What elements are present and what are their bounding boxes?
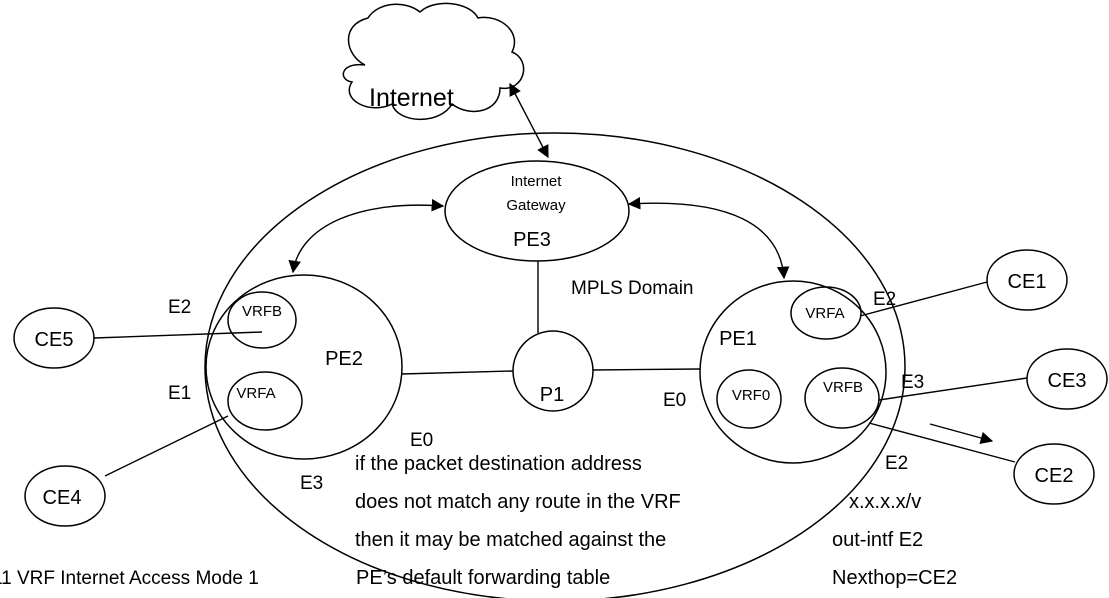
pe1-vrf0-label: VRF0 bbox=[732, 387, 770, 404]
ce2-label: CE2 bbox=[1035, 465, 1074, 487]
ce2-vrfb-link bbox=[868, 422, 1016, 463]
ce3-vrfb-link bbox=[878, 377, 1028, 401]
note-line3: then it may be matched against the bbox=[355, 529, 666, 551]
pe1-router: PE1 VRFA VRF0 VRFB bbox=[699, 280, 887, 464]
route-info: x.x.x.x/v out-intf E2 Nexthop=CE2 bbox=[832, 491, 957, 589]
pe2-router: PE2 VRFB VRFA bbox=[205, 274, 403, 460]
ce3-label: CE3 bbox=[1048, 370, 1087, 392]
pe2-e0-label: E0 bbox=[410, 430, 433, 451]
ce5-router: CE5 bbox=[13, 307, 95, 369]
pe2-vrfb-label: VRFB bbox=[242, 303, 282, 320]
ce5-label: CE5 bbox=[35, 329, 74, 351]
ce4-label: CE4 bbox=[43, 487, 82, 509]
note-text: if the packet destination address does n… bbox=[355, 453, 681, 589]
internet-cloud: Internet bbox=[342, 2, 525, 121]
pe1-vrf0 bbox=[716, 369, 782, 429]
pe1-vrfb bbox=[804, 367, 880, 429]
pe1-e3-label: E3 bbox=[901, 372, 924, 393]
note-line4: PE’s default forwarding table bbox=[356, 567, 610, 589]
pe1-vrfa bbox=[790, 286, 862, 340]
internet-gateway-pe3: Internet Gateway PE3 bbox=[444, 160, 630, 262]
pe2-vrfb bbox=[227, 291, 297, 349]
p1-label: P1 bbox=[540, 384, 564, 406]
pe2-vrfa bbox=[227, 371, 303, 431]
pe2-label: PE2 bbox=[325, 348, 363, 370]
route-out-intf: out-intf E2 bbox=[832, 529, 923, 551]
gateway-label-line1: Internet bbox=[511, 173, 563, 190]
internet-gateway-link bbox=[509, 82, 549, 159]
pe3-pe1-link bbox=[627, 197, 790, 280]
pe1-e0-label: E0 bbox=[663, 390, 686, 411]
pe2-vrfa-label: VRFA bbox=[236, 385, 275, 402]
ce4-router: CE4 bbox=[24, 465, 106, 527]
note-line2: does not match any route in the VRF bbox=[355, 491, 681, 513]
note-line1: if the packet destination address bbox=[355, 453, 642, 475]
ce1-router: CE1 bbox=[986, 249, 1068, 311]
pe2-e1-label: E1 bbox=[168, 383, 191, 404]
flow-arrow bbox=[929, 423, 994, 445]
pe3-pe2-link bbox=[288, 198, 445, 274]
figure-caption: 11 VRF Internet Access Mode 1 bbox=[0, 568, 259, 589]
mpls-domain-boundary bbox=[204, 132, 906, 598]
ce1-vrfa-link bbox=[859, 281, 988, 317]
gateway-label-line2: Gateway bbox=[506, 197, 566, 214]
mpls-domain-label: MPLS Domain bbox=[571, 278, 694, 299]
internet-label: Internet bbox=[369, 84, 454, 112]
pe2-p1-link bbox=[400, 370, 514, 375]
route-nexthop: Nexthop=CE2 bbox=[832, 567, 957, 589]
pe1-vrfb-label: VRFB bbox=[823, 379, 863, 396]
pe2-e2-label: E2 bbox=[168, 297, 191, 318]
pe2-e3-label: E3 bbox=[300, 473, 323, 494]
ce3-router: CE3 bbox=[1026, 348, 1108, 410]
ce2-router: CE2 bbox=[1013, 443, 1095, 505]
pe1-vrfa-label: VRFA bbox=[805, 305, 844, 322]
p1-router: P1 bbox=[512, 330, 594, 412]
pe1-label: PE1 bbox=[719, 328, 757, 350]
pe1-e2-bottom-label: E2 bbox=[885, 453, 908, 474]
ce4-vrfa-link bbox=[104, 415, 229, 477]
ce5-vrfb-link bbox=[93, 331, 263, 339]
p1-pe1-link bbox=[592, 368, 701, 371]
route-prefix: x.x.x.x/v bbox=[849, 491, 921, 513]
pe3-label: PE3 bbox=[513, 229, 551, 251]
pe1-e2-top-label: E2 bbox=[873, 289, 896, 310]
ce1-label: CE1 bbox=[1008, 271, 1047, 293]
